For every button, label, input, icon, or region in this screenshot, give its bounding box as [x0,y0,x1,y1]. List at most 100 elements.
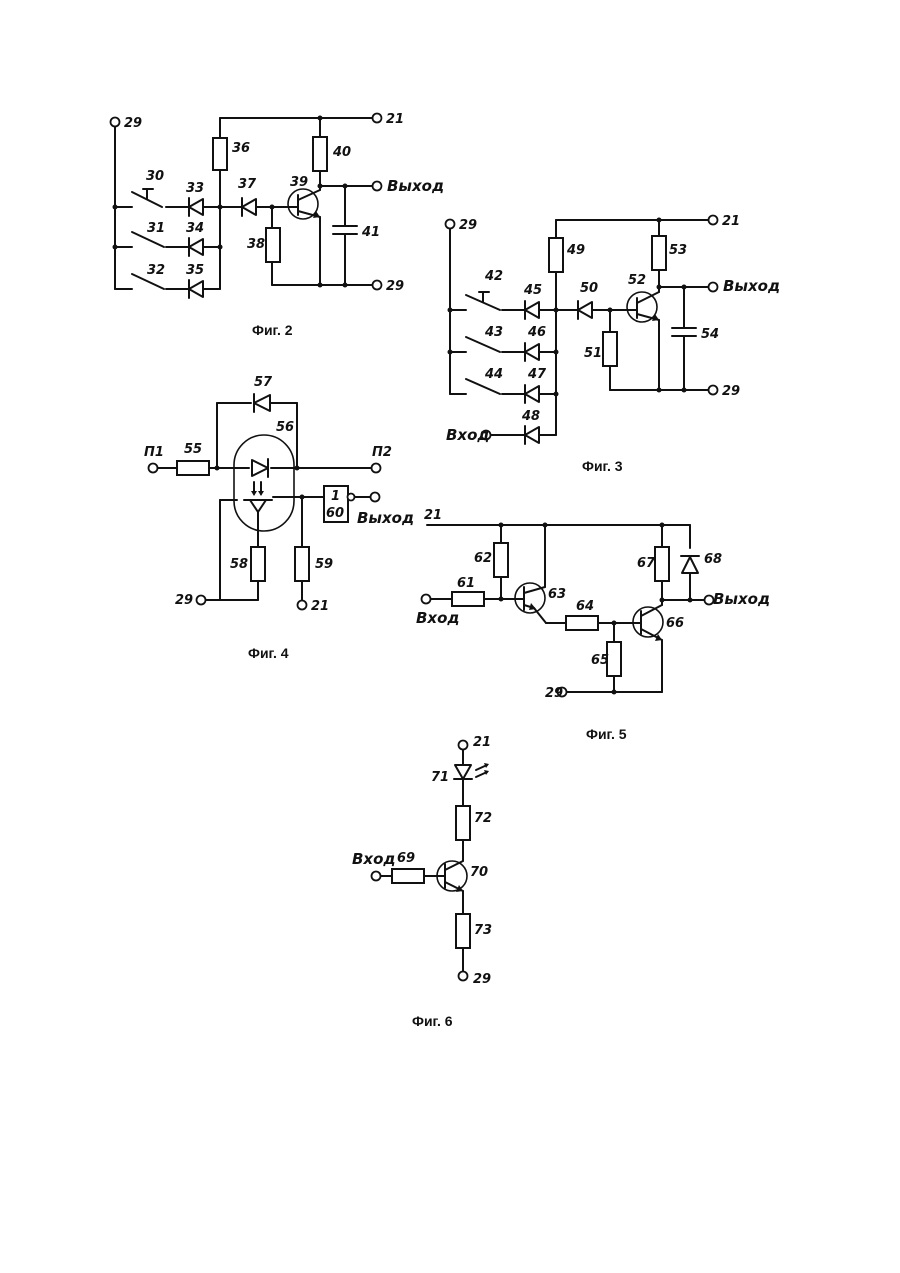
label-39: 39 [290,175,308,190]
label-61: 61 [457,576,475,591]
label-71: 71 [431,770,449,785]
resistor-51 [603,332,617,366]
label-40: 40 [332,145,351,160]
junction-dot [660,523,665,528]
resistor-40 [313,137,327,171]
resistor-62 [494,543,508,577]
diode-47 [525,385,539,403]
caption-fig-3: Фиг. 3 [582,458,623,474]
figure-5: 21 29 Bход Bыход 61 62 63 64 65 66 67 68… [416,508,770,742]
diode-37 [242,198,256,216]
label-output: Выход [723,277,780,295]
junction-dot [688,598,693,603]
label-45: 45 [523,283,542,298]
label-21: 21 [722,214,740,229]
gate-label-1: 1 [331,489,340,504]
transistor-70 [437,861,467,892]
diode-46 [525,343,539,361]
junction-dot [318,283,323,288]
switch-30 [132,189,162,207]
label-56: 56 [276,420,294,435]
junction-dot [657,285,662,290]
junction-dot [218,205,223,210]
gate-label-60: 60 [326,506,344,521]
resistor-67 [655,547,669,581]
label-21: 21 [424,508,442,523]
junction-dot [682,285,687,290]
diode-57 [254,394,270,412]
optocoupler-56 [234,435,294,531]
label-65: 65 [591,653,609,668]
label-37: 37 [238,177,257,192]
resistor-36 [213,138,227,170]
resistor-64 [566,616,598,630]
junction-dot [660,598,665,603]
label-68: 68 [704,552,722,567]
terminal-21 [459,741,468,750]
label-29: 29 [722,384,740,399]
terminal-29 [373,281,382,290]
label-47: 47 [527,367,547,382]
diode-34 [189,238,203,256]
label-43: 43 [484,325,503,340]
label-66: 66 [666,616,684,631]
resistor-55 [177,461,209,475]
figure-4: 1 60 П1 П2 55 56 57 58 59 Bыход 29 21 Фи… [144,375,414,661]
label-29: 29 [386,279,404,294]
resistor-73 [456,914,470,948]
junction-dot [608,308,613,313]
resistor-53 [652,236,666,270]
figure-6: 21 29 71 72 69 70 73 Bход Фиг. 6 [352,735,492,1029]
label-52: 52 [628,273,646,288]
label-50: 50 [580,281,598,296]
label-63: 63 [548,587,566,602]
label-output: Bыход [713,590,770,608]
label-29: 29 [459,218,477,233]
terminal-input [372,872,381,881]
terminal-29 [111,118,120,127]
junction-dot [554,392,559,397]
figure-2: 29 21 29 Выход 30 31 32 33 34 35 36 37 3… [111,112,445,338]
label-53: 53 [669,243,687,258]
diode-35 [189,280,203,298]
label-36: 36 [232,141,250,156]
terminal-29 [446,220,455,229]
caption-fig-5: Фиг. 5 [586,726,627,742]
label-p2: П2 [372,445,392,460]
label-54: 54 [701,327,719,342]
label-44: 44 [484,367,503,382]
junction-dot [113,245,118,250]
switch-42 [466,292,500,310]
junction-dot [318,116,323,121]
label-67: 67 [637,556,656,571]
label-70: 70 [470,865,488,880]
caption-fig-4: Фиг. 4 [248,645,289,661]
terminal-21 [298,601,307,610]
label-46: 46 [527,325,546,340]
junction-dot [343,283,348,288]
label-38: 38 [247,237,265,252]
junction-dot [448,350,453,355]
junction-dot [612,690,617,695]
junction-dot [318,184,323,189]
transistor-52 [627,292,659,322]
figure-3: 29 21 29 Выход Вход 42 43 44 45 46 47 48… [446,214,781,474]
junction-dot [218,245,223,250]
resistor-49 [549,238,563,272]
label-42: 42 [484,269,503,284]
junction-dot [499,597,504,602]
diode-68 [681,556,699,573]
resistor-72 [456,806,470,840]
resistor-61 [452,592,484,606]
label-72: 72 [474,811,492,826]
junction-dot [270,205,275,210]
capacitor-54 [672,328,696,336]
terminal-29 [459,972,468,981]
junction-dot [554,308,559,313]
terminal-p1 [149,464,158,473]
label-57: 57 [254,375,273,390]
junction-dot [343,184,348,189]
resistor-58 [251,547,265,581]
